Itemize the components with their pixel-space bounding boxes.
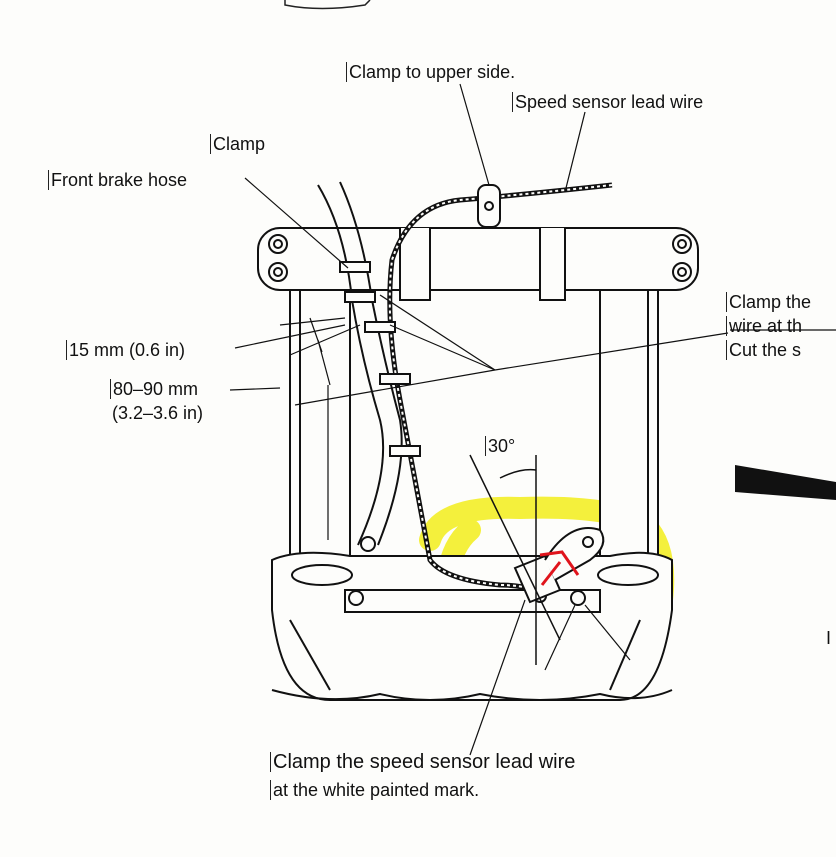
label-speed-sensor-lead: Speed sensor lead wire xyxy=(512,92,703,112)
label-angle-30: 30° xyxy=(485,436,515,456)
label-right-fragment: I xyxy=(826,628,832,648)
label-clamp: Clamp xyxy=(210,134,265,154)
label-bottom-line2: at the white painted mark. xyxy=(270,780,479,800)
top-partial-shape xyxy=(284,0,371,10)
red-arrow xyxy=(539,550,580,586)
label-right-line1: Clamp the xyxy=(726,292,811,312)
sensor-clamp xyxy=(513,527,605,604)
leader-lines xyxy=(229,83,729,756)
front-brake-hose xyxy=(317,181,403,546)
label-dim-15: 15 mm (0.6 in) xyxy=(66,340,185,360)
label-right-line2: wire at th xyxy=(726,316,802,336)
hose-clamps xyxy=(339,184,501,457)
label-front-brake-hose: Front brake hose xyxy=(48,170,187,190)
label-right-line3: Cut the s xyxy=(726,340,801,360)
label-dim-80-90-in: (3.2–3.6 in) xyxy=(112,403,204,423)
lower-bracket xyxy=(271,536,673,701)
label-bottom-line1: Clamp the speed sensor lead wire xyxy=(270,752,575,772)
angle-lines xyxy=(469,454,561,665)
black-pointer-bar xyxy=(735,465,836,500)
label-clamp-upper: Clamp to upper side. xyxy=(346,62,515,82)
label-dim-80-90-mm: 80–90 mm xyxy=(110,379,198,399)
